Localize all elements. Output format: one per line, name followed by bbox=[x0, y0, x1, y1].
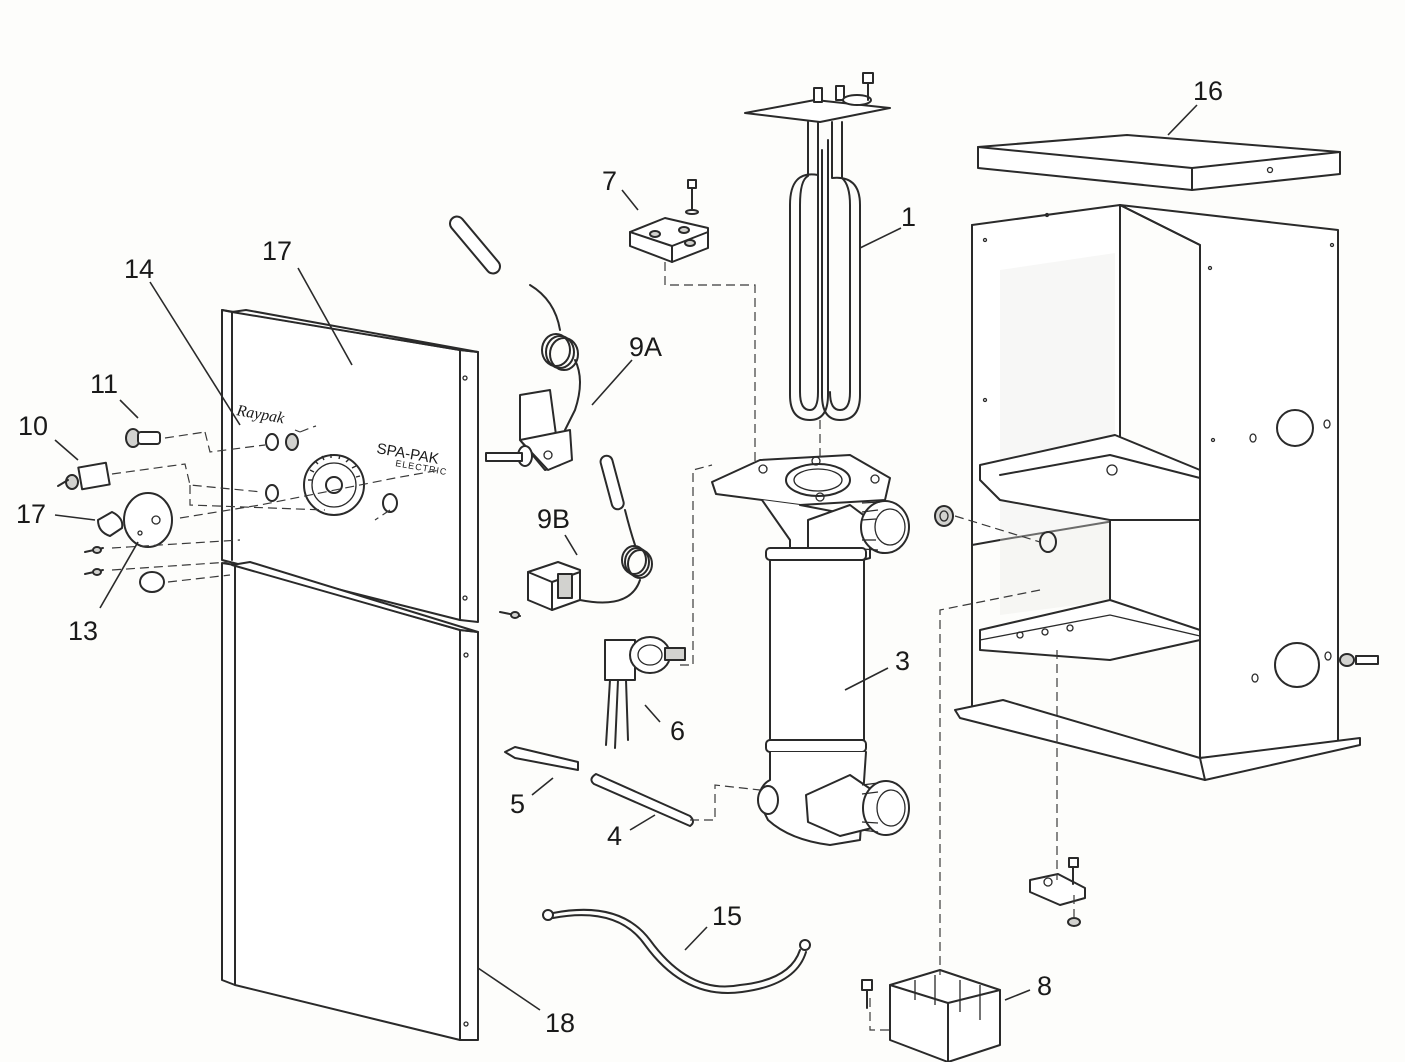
heater-body bbox=[711, 454, 910, 846]
dial-plate bbox=[123, 492, 173, 548]
control-panel: Raypak SPA-PAK ELECTRIC bbox=[221, 309, 479, 623]
heating-element bbox=[744, 72, 891, 421]
cabinet-bolt bbox=[1339, 653, 1379, 667]
callout-3: 3 bbox=[895, 646, 910, 676]
terminal-block bbox=[629, 179, 709, 263]
grommet-fitting bbox=[934, 505, 954, 527]
cabinet-knockout-lower bbox=[1274, 642, 1320, 688]
terminal-strip bbox=[861, 969, 1001, 1062]
callout-16: 16 bbox=[1193, 76, 1223, 106]
callout-4: 4 bbox=[607, 821, 622, 851]
clip-item-5 bbox=[504, 746, 579, 771]
pressure-switch bbox=[604, 636, 686, 749]
callout-6: 6 bbox=[670, 716, 685, 746]
dial-knob bbox=[97, 511, 124, 537]
screws bbox=[84, 546, 521, 619]
callout-18: 18 bbox=[545, 1008, 575, 1038]
callout-labels: 16 1 7 9A 9B 6 3 5 4 15 8 18 17 14 11 10… bbox=[16, 76, 1223, 1038]
callout-10: 10 bbox=[18, 411, 48, 441]
callout-17-left: 17 bbox=[16, 499, 46, 529]
callout-15: 15 bbox=[712, 901, 742, 931]
top-cover bbox=[977, 134, 1341, 191]
plug-button bbox=[139, 571, 165, 593]
thermostat-9b bbox=[527, 454, 653, 611]
callout-17-top: 17 bbox=[262, 236, 292, 266]
callout-8: 8 bbox=[1037, 971, 1052, 1001]
indicator-light bbox=[125, 428, 161, 448]
lower-access-panel bbox=[221, 561, 479, 1041]
leader-lines bbox=[54, 104, 1198, 1011]
callout-7: 7 bbox=[602, 166, 617, 196]
callout-1: 1 bbox=[901, 202, 916, 232]
cabinet-knockout-upper bbox=[1276, 409, 1314, 447]
callout-5: 5 bbox=[510, 789, 525, 819]
callout-9a: 9A bbox=[629, 332, 662, 362]
ground-wire bbox=[542, 908, 811, 994]
thermostat-9a bbox=[449, 215, 581, 471]
assembly-lines bbox=[111, 262, 1075, 1031]
cabinet-enclosure bbox=[954, 134, 1361, 781]
callout-13: 13 bbox=[68, 616, 98, 646]
callout-11: 11 bbox=[90, 369, 118, 399]
callout-14: 14 bbox=[124, 254, 154, 284]
callout-9b: 9B bbox=[537, 504, 570, 534]
toggle-switch bbox=[57, 461, 111, 491]
sensor-well bbox=[590, 773, 694, 827]
